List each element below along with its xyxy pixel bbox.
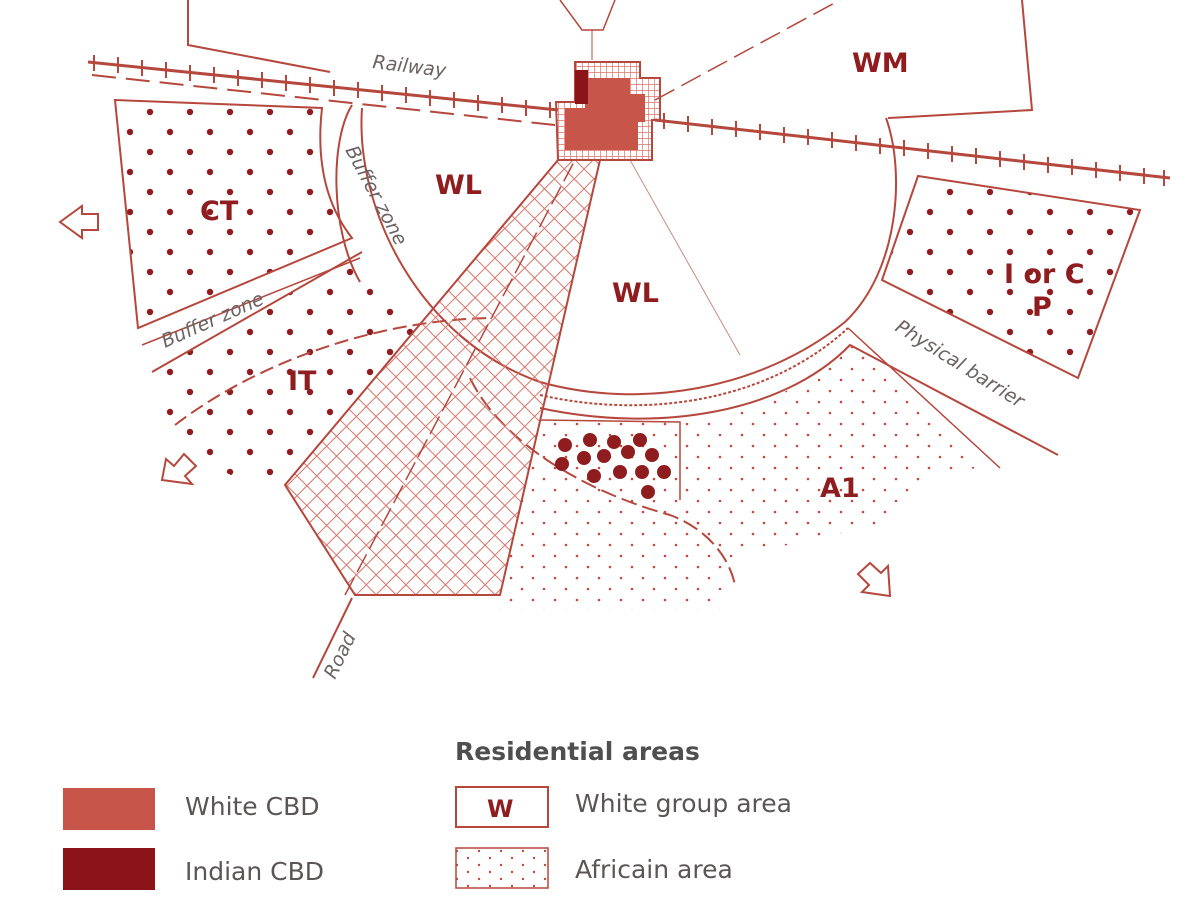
dense-dot-cluster — [555, 433, 671, 499]
zone-label-p: P — [1032, 292, 1052, 323]
legend-swatch-indian-cbd — [63, 848, 155, 890]
arrow-southwest-icon — [160, 452, 198, 486]
legend-label-indian-cbd: Indian CBD — [185, 857, 324, 886]
legend-swatch-white-group — [455, 786, 549, 828]
direction-arrows — [58, 204, 892, 598]
zone-label-wl-left: WL — [435, 170, 482, 201]
zone-label-it: IT — [288, 366, 317, 397]
arrow-southeast-icon — [856, 561, 892, 598]
legend-label-white-group: White group area — [575, 789, 792, 818]
legend-swatch-african — [455, 847, 549, 889]
indian-or-coloured-zone — [880, 174, 1142, 380]
cbd-block — [554, 61, 661, 161]
buffer-zone-label-vertical: Buffer zone — [341, 142, 412, 249]
road-label: Road — [320, 628, 361, 682]
legend-label-african: Africain area — [575, 855, 733, 884]
legend-label-white-cbd: White CBD — [185, 792, 320, 821]
indian-cbd — [575, 70, 588, 104]
white-middle-area — [187, 0, 1034, 119]
legend: Residential areas White CBD Indian CBD W… — [63, 737, 792, 890]
railway-label: Railway — [371, 51, 448, 82]
legend-swatch-white-cbd — [63, 788, 155, 830]
zone-label-ct: CT — [200, 196, 239, 227]
zone-label-wm: WM — [852, 48, 909, 79]
zone-label-wl-center: WL — [612, 278, 659, 309]
zone-label-a1: A1 — [820, 473, 860, 504]
railway-line — [87, 0, 1171, 186]
legend-swatch-w-letter: W — [487, 795, 513, 823]
buffer-zones — [141, 257, 361, 346]
arrow-west-icon — [58, 204, 99, 240]
road — [312, 597, 353, 679]
coloured-township-zone — [113, 98, 354, 330]
zone-label-i-or-c: I or C — [1004, 259, 1085, 290]
legend-title: Residential areas — [455, 737, 700, 766]
